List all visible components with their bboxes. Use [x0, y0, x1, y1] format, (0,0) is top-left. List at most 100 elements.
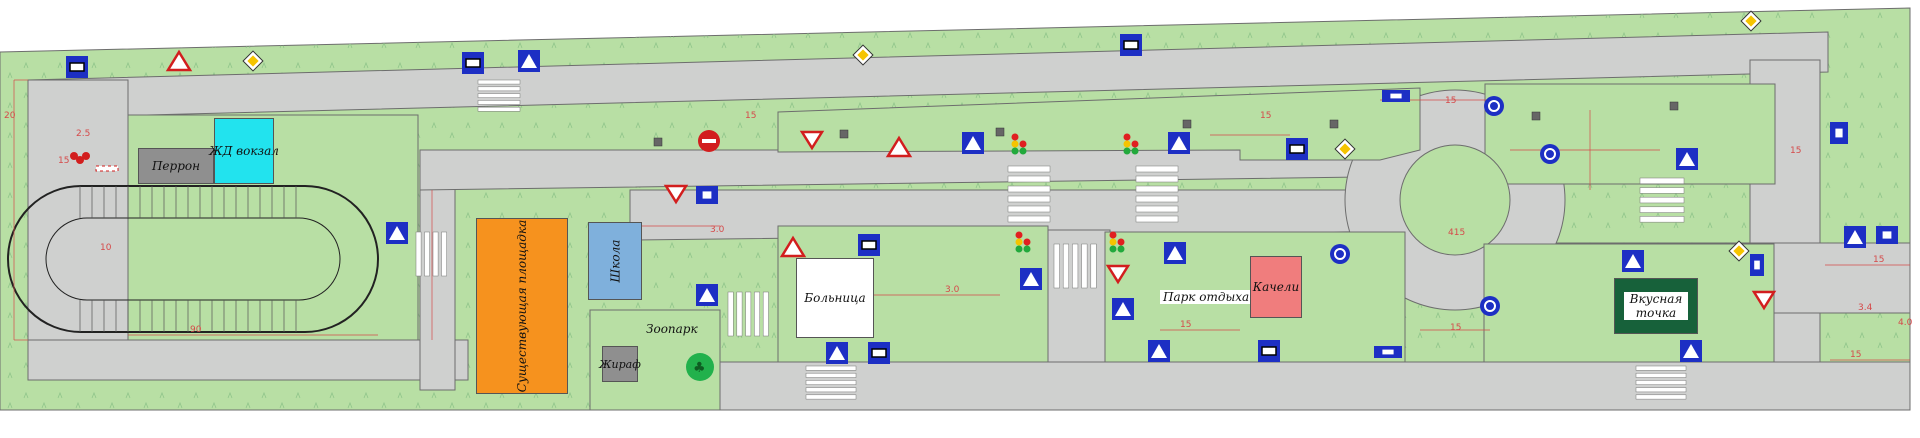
warning-triangle-sign-icon	[885, 135, 913, 158]
crosswalks	[415, 79, 1687, 400]
crosswalk-stripe	[477, 79, 521, 85]
dim-label-q: 4.0	[1898, 318, 1913, 328]
warning-triangle-sign-icon	[779, 235, 807, 258]
dim-label-a: 20	[4, 111, 16, 121]
station-label: ЖД вокзал	[209, 144, 279, 158]
yield-sign-icon	[799, 130, 825, 151]
crosswalk-stripe	[736, 291, 743, 337]
island-top-right	[1484, 83, 1776, 185]
pedestrian-crossing-sign-icon	[1622, 250, 1644, 272]
crosswalk-stripe	[727, 291, 734, 337]
crosswalk-stripe	[1639, 177, 1685, 185]
dimension-lines	[13, 79, 1910, 361]
crosswalk-stripe	[1135, 195, 1179, 203]
dim-label-j: 15	[1445, 96, 1456, 106]
street-lamp-icon	[1329, 119, 1339, 129]
crosswalk-stripe	[1135, 205, 1179, 213]
crosswalk-stripe	[1081, 243, 1088, 289]
crosswalk-stripe	[1007, 215, 1051, 223]
crosswalk-stripe	[1639, 187, 1685, 194]
crosswalk-stripe	[805, 372, 857, 378]
traffic-light-icon	[1011, 133, 1027, 155]
dim-label-o: 15	[1450, 323, 1461, 333]
parking-sign-icon	[696, 186, 718, 204]
bus-stop-sign-icon	[1258, 340, 1280, 362]
priority-road-sign-icon	[1728, 240, 1750, 262]
crosswalk-stripe	[1007, 195, 1051, 203]
crosswalk-stripe	[805, 394, 857, 400]
bus-stop-sign-icon	[1286, 138, 1308, 160]
crosswalk-stripe	[1639, 216, 1685, 223]
pedestrian-crossing-sign-icon	[1164, 242, 1186, 264]
dim-label-k: 15	[1790, 146, 1801, 156]
dim-label-p: 15	[1850, 350, 1861, 360]
school-label: Школа	[607, 239, 622, 283]
dim-label-n: 415	[1448, 228, 1465, 238]
hospital: Больница	[796, 258, 874, 338]
crosswalk-stripe	[1007, 205, 1051, 213]
roundabout-sign-icon	[1480, 296, 1500, 316]
road-bottom-long	[719, 361, 1911, 411]
parking-sign-icon	[1750, 254, 1764, 276]
crosswalk-stripe	[1007, 165, 1051, 173]
street-lamps	[653, 101, 1679, 147]
bus-stop-sign-icon	[462, 52, 484, 74]
priority-road-sign-icon	[1334, 138, 1356, 160]
swings-label: Качели	[1252, 280, 1300, 294]
yield-sign-icon	[663, 184, 689, 205]
pedestrian-crossing-sign-icon	[696, 284, 718, 306]
parking-sign-icon	[1876, 226, 1898, 244]
road-signs	[66, 10, 1898, 364]
crosswalk-stripe	[1072, 243, 1079, 289]
railway-ties	[79, 186, 297, 332]
dim-label-d: 10	[100, 243, 112, 253]
pedestrian-crossing-sign-icon	[1020, 268, 1042, 290]
dim-label-r: 15	[1180, 320, 1191, 330]
dim-label-g: 3.0	[710, 225, 725, 235]
barrier-icon	[95, 165, 119, 172]
crosswalk-stripe	[1639, 196, 1685, 204]
bus-stop-sign-icon	[868, 342, 890, 364]
crosswalk-stripe	[805, 380, 857, 385]
food-label: Вкусная точка	[1624, 292, 1688, 320]
island-top-mid	[777, 87, 1421, 161]
road-bottom	[27, 339, 469, 381]
crosswalk-stripe	[754, 291, 760, 337]
crosswalk-stripe	[745, 291, 752, 337]
crosswalk-stripe	[1135, 185, 1179, 193]
crosswalk-stripe	[1635, 372, 1687, 378]
crosswalk-stripe	[1635, 380, 1687, 385]
dim-label-f: 15	[745, 111, 756, 121]
bus-stop-sign-icon	[66, 56, 88, 78]
yield-sign-icon	[1751, 290, 1777, 311]
crosswalk-stripe	[1635, 387, 1687, 393]
crosswalk-stripe	[415, 231, 422, 277]
roundabout-sign-icon	[1540, 144, 1560, 164]
giraffe-enclosure: Жираф	[599, 346, 641, 382]
crosswalk-stripe	[477, 100, 521, 105]
parking-sign-icon	[1830, 122, 1848, 144]
hospital-label: Больница	[804, 291, 866, 305]
roundabout-sign-icon	[1484, 96, 1504, 116]
parking-sign-icon	[1374, 346, 1402, 358]
pedestrian-crossing-sign-icon	[1148, 340, 1170, 362]
pedestrian-crossing-sign-icon	[1844, 226, 1866, 248]
crosswalk-stripe	[1639, 206, 1685, 213]
priority-road-sign-icon	[242, 50, 264, 72]
crosswalk-stripe	[424, 231, 430, 277]
dim-label-c: 15	[58, 156, 69, 166]
swings: Качели	[1250, 256, 1302, 318]
crosswalk-stripe	[1007, 185, 1051, 193]
bus-stop-sign-icon	[1120, 34, 1142, 56]
bus-stop-sign-icon	[858, 234, 880, 256]
zoo-label: Зоопарк	[646, 322, 698, 336]
crosswalk-stripe	[477, 93, 521, 98]
crosswalk-stripe	[477, 106, 521, 112]
street-lamp-icon	[1669, 101, 1679, 111]
dimension-labels: 20 2.5 15 10 90 15 3.0 3.0 15 15 15 15 3…	[4, 96, 1913, 360]
crosswalk-stripe	[1062, 243, 1069, 289]
crosswalk-stripe	[805, 365, 857, 371]
pedestrian-crossing-sign-icon	[1168, 132, 1190, 154]
dim-label-e: 90	[190, 325, 202, 335]
tree-icon	[686, 353, 714, 381]
